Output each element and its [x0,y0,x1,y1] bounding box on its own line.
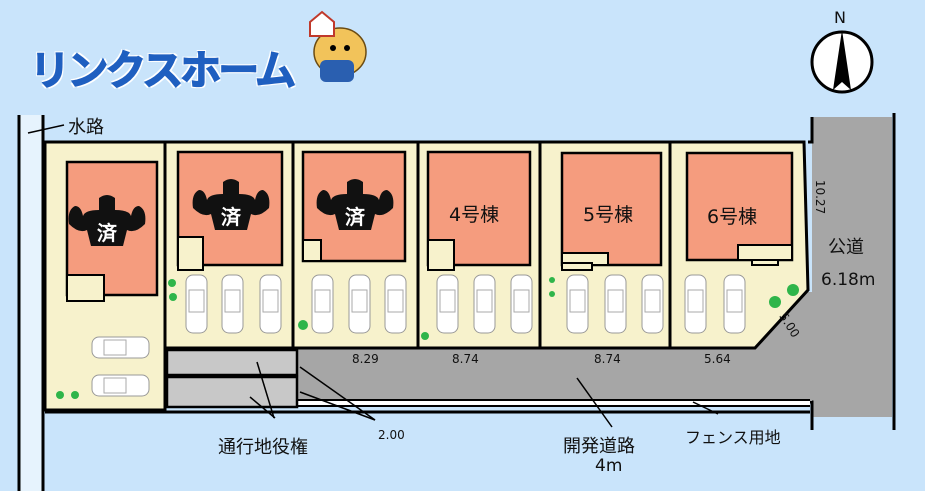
tree-icon [549,291,555,297]
parking-car-icon [510,274,533,334]
parking-car-icon [566,274,589,334]
parking-car-icon [91,374,150,397]
north-compass-icon [810,30,874,94]
easement-width: 2.00 [378,428,405,442]
dev-road-width: 4m [595,456,623,476]
parking-car-icon [723,274,746,334]
house-5 [560,151,663,267]
sold-label: 済 [97,221,118,245]
easement-strip-1 [165,348,299,377]
tree-icon [71,391,79,399]
fence-land-label: フェンス用地 [685,428,781,447]
tree-icon [169,293,177,301]
parking-car-icon [684,274,707,334]
waterway-label: 水路 [68,117,104,138]
parking-car-icon [348,274,371,334]
sold-muscle-icon: 済 [192,179,270,230]
parking-car-icon [641,274,664,334]
sold-label: 済 [345,205,366,229]
development-road [297,348,812,401]
sold-muscle-icon: 済 [316,179,394,230]
public-road-width: 6.18m [821,270,876,290]
compass-label: N [834,8,846,27]
tree-icon [787,284,799,296]
public-road [812,117,892,417]
sold-label: 済 [221,205,242,229]
parking-car-icon [311,274,334,334]
lot-label-4: 4号棟 [449,204,500,226]
public-road-label: 公道 [828,237,864,258]
parking-car-icon [185,274,208,334]
parking-car-icon [384,274,407,334]
parking-car-icon [259,274,282,334]
parking-car-icon [473,274,496,334]
easement-label: 通行地役権 [218,437,308,458]
tree-icon [549,277,555,283]
tree-icon [421,332,429,340]
parking-car-icon [436,274,459,334]
dimension-side: 10.27 [813,179,828,215]
dimension-lot5: 8.74 [594,352,621,366]
parking-car-icon [221,274,244,334]
dev-road-label: 開発道路 [563,436,635,457]
sold-muscle-icon: 済 [68,195,146,246]
dimension-lot3: 8.29 [352,352,379,366]
fence-strip [297,401,810,405]
parking-car-icon [604,274,627,334]
dimension-lot4: 8.74 [452,352,479,366]
house-6 [685,151,794,262]
dimension-lot6: 5.64 [704,352,731,366]
company-logo: リンクスホーム [29,47,297,95]
waterway [20,115,42,491]
easement-strip-2 [165,375,299,409]
tree-icon [168,279,176,287]
parking-car-icon [91,336,150,359]
tree-icon [56,391,64,399]
tree-icon [769,296,781,308]
lot-label-6: 6号棟 [707,206,758,228]
mascot-icon [309,10,367,82]
tree-icon [298,320,308,330]
lot-label-5: 5号棟 [583,204,634,226]
